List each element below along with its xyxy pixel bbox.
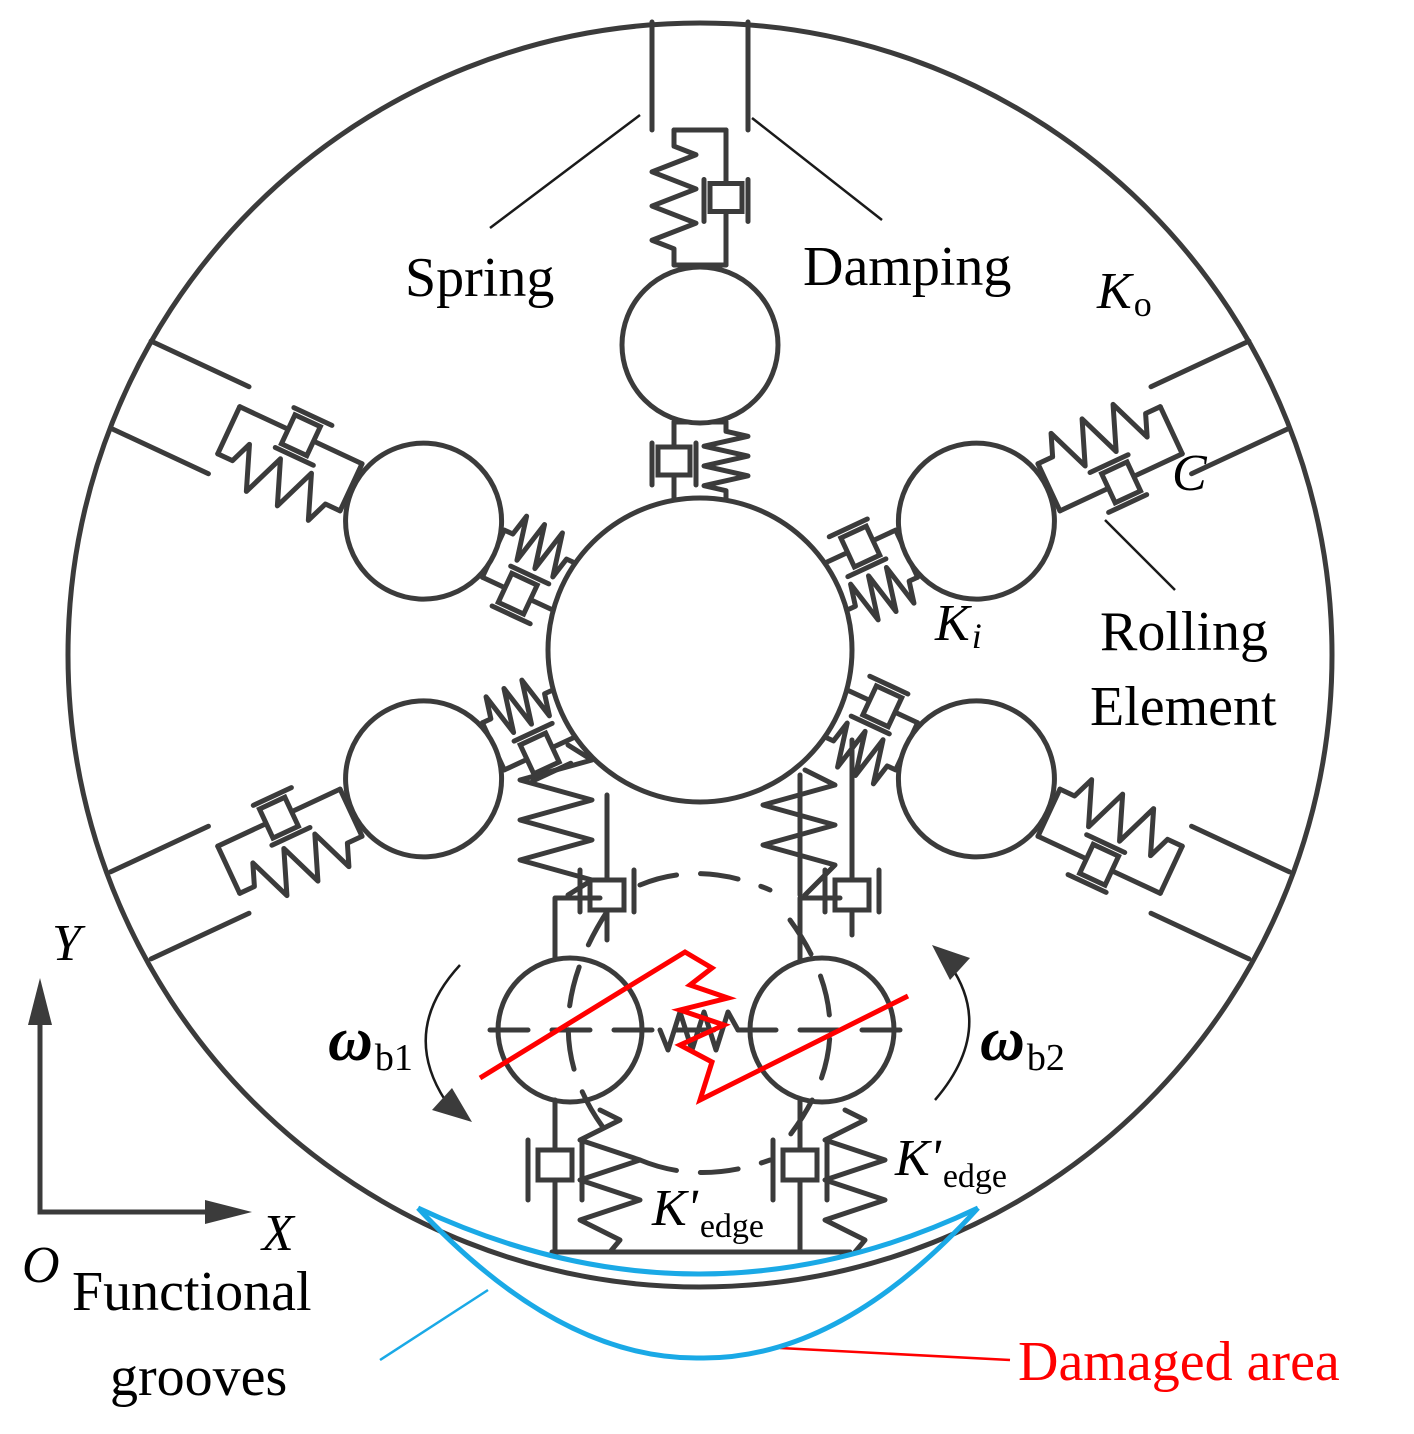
damper-box xyxy=(837,522,884,571)
damper-box xyxy=(780,1147,820,1183)
omega-b2-label: ωb2 xyxy=(980,1006,1065,1079)
rotation-arrows xyxy=(424,945,971,1122)
outer-link xyxy=(108,338,252,477)
end-bar xyxy=(1035,404,1185,514)
end-bar xyxy=(671,127,729,268)
damper-cylinder xyxy=(701,177,751,224)
damaged-zone-elements xyxy=(478,737,913,1255)
damper-cylinder xyxy=(250,785,313,848)
assembly-5 xyxy=(822,673,1292,962)
spring xyxy=(215,441,343,523)
outer-link xyxy=(1148,823,1292,962)
x-axis-label: X xyxy=(260,1205,296,1262)
omega-b1-label: ωb1 xyxy=(328,1006,413,1079)
coordinate-axes xyxy=(28,978,252,1224)
spring xyxy=(237,831,365,899)
spring xyxy=(844,564,921,623)
c-label: C xyxy=(1172,445,1208,502)
damper-cylinder xyxy=(1087,452,1150,515)
rolling-element xyxy=(895,698,1057,860)
outer-link xyxy=(1148,338,1292,477)
damper-box xyxy=(707,181,745,214)
rolling-element xyxy=(619,264,781,426)
damper-cylinder xyxy=(1065,832,1128,895)
damper-box xyxy=(859,682,906,731)
damper-box xyxy=(1098,458,1144,507)
end-bar xyxy=(215,786,365,896)
k-i-label: Ki xyxy=(934,595,982,656)
spring xyxy=(479,677,556,736)
damaged-area-label: Damaged area xyxy=(1018,1331,1340,1393)
damping-label: Damping xyxy=(803,236,1011,298)
functional-label: Functional xyxy=(72,1261,312,1323)
damage-crack xyxy=(478,949,910,1105)
assembly-1 xyxy=(619,19,781,503)
damper-box xyxy=(278,411,324,459)
assembly-4 xyxy=(108,677,578,962)
damper-box xyxy=(655,444,693,478)
end-bar xyxy=(215,404,365,514)
damper-cylinder xyxy=(848,673,911,737)
damper-box xyxy=(587,877,627,913)
spring xyxy=(501,513,578,580)
damper-cylinder xyxy=(489,563,552,627)
y-axis-arrow xyxy=(28,978,52,1025)
spring xyxy=(649,127,699,268)
x-axis-arrow xyxy=(205,1200,252,1224)
inner-ring xyxy=(545,495,855,805)
spring xyxy=(1035,401,1163,469)
damper-box xyxy=(832,877,872,913)
outer-link xyxy=(649,19,751,133)
damper-box xyxy=(494,569,541,618)
assembly-3 xyxy=(108,338,578,627)
origin-label: O xyxy=(22,1237,60,1294)
spring-label: Spring xyxy=(405,247,554,309)
damper-box xyxy=(1076,841,1122,889)
rolling-element xyxy=(343,440,505,602)
outer-ring xyxy=(65,20,1335,1290)
leader-lines xyxy=(379,114,1176,1362)
rolling-element-assemblies xyxy=(108,19,1292,962)
rolling-label: Rolling xyxy=(1100,601,1268,663)
spring xyxy=(701,419,751,503)
k-o-label: Ko xyxy=(1096,263,1152,324)
k-edge-right-label: K'edge xyxy=(894,1130,1007,1195)
element-label: Element xyxy=(1090,676,1277,738)
damper-box xyxy=(535,1147,575,1183)
k-edge-left-label: K'edge xyxy=(651,1180,764,1245)
outer-link xyxy=(108,823,252,962)
damper-cylinder xyxy=(649,440,699,488)
spring xyxy=(1057,777,1185,859)
end-bar xyxy=(1035,786,1185,896)
damper-box xyxy=(256,793,302,842)
grooves-label: grooves xyxy=(110,1346,287,1408)
assembly-2 xyxy=(822,338,1292,623)
y-axis-label: Y xyxy=(52,915,86,972)
spring xyxy=(822,720,899,787)
damper-cylinder xyxy=(826,516,889,580)
functional-grooves xyxy=(416,1205,980,1361)
damper-cylinder xyxy=(272,405,335,468)
damper-box xyxy=(516,729,563,778)
